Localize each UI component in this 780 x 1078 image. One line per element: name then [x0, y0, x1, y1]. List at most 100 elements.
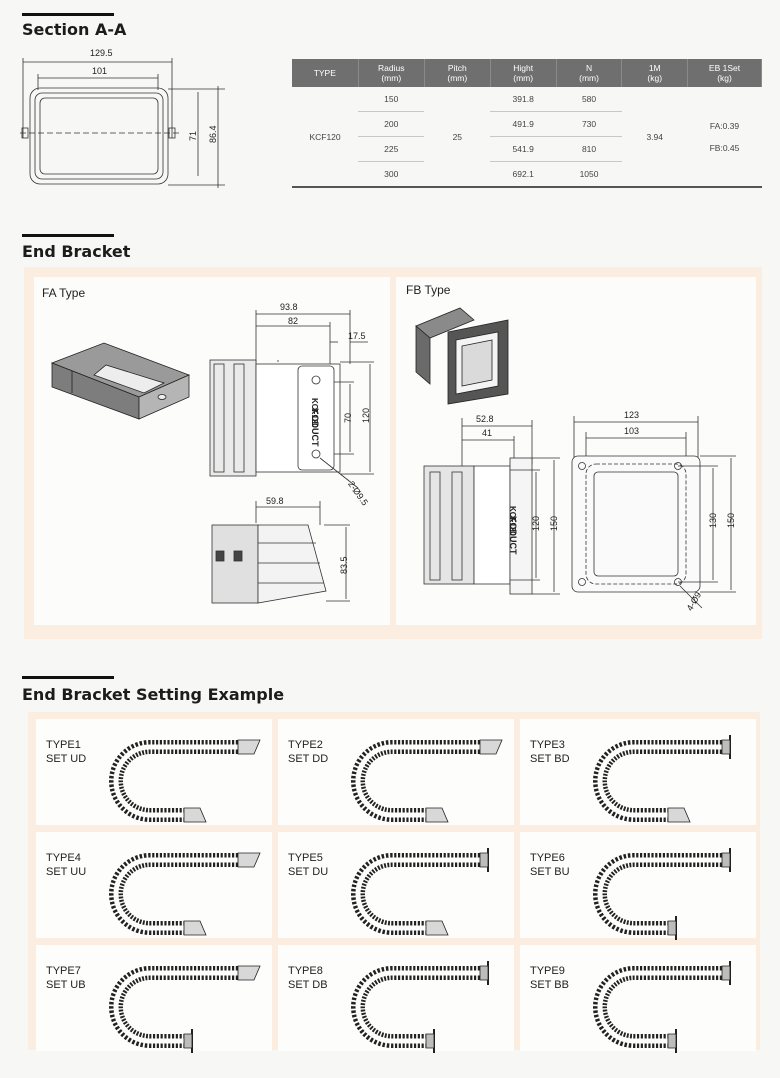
cell-eb-fb: FB:0.45	[709, 142, 740, 153]
example-set-label: SET UU	[46, 866, 87, 878]
fa-brand-logo: KODUCT	[310, 408, 320, 447]
fb-isometric-drawing	[415, 307, 509, 405]
cell-n: 730	[556, 111, 622, 137]
th-eb: EB 1Set (kg)	[687, 59, 762, 87]
cable-chain-diagram	[593, 848, 731, 940]
fb-side-drawing: 52.8 41 120 150 KODUCT KCF120	[423, 414, 560, 595]
example-type-label: TYPE9	[530, 965, 565, 977]
cell-radius: 300	[358, 161, 425, 188]
aa-dim-height-inner: 71	[188, 131, 198, 141]
fa-isometric-drawing	[50, 342, 191, 420]
example-set-label: SET BD	[530, 753, 570, 765]
cell-eb: FA:0.39 FB:0.45	[687, 87, 762, 188]
fb-dim-150: 150	[549, 516, 559, 531]
fa-dim-59-8: 59.8	[266, 496, 284, 506]
example-set-label: SET DB	[288, 979, 328, 991]
cell-n: 1050	[556, 161, 622, 188]
fb-model-label: KCF120	[508, 506, 517, 536]
fa-dim-83-5: 83.5	[339, 556, 349, 574]
table-row: 300 692.1 1050	[292, 161, 762, 188]
fb-dim-103: 103	[624, 426, 639, 436]
example-set-label: SET BB	[530, 979, 569, 991]
cell-radius: 200	[358, 111, 425, 137]
th-type: TYPE	[292, 59, 359, 87]
fb-dim-120: 120	[531, 516, 541, 531]
fa-title: FA Type	[42, 286, 86, 300]
example-set-label: SET DU	[288, 866, 329, 878]
fa-model-label: KCF120	[310, 398, 319, 428]
section-aa-drawing: 129.5 101 71 86.4	[20, 48, 225, 188]
spec-table-header: TYPE Radius (mm) Pitch (mm) Hight (mm) N…	[292, 59, 762, 87]
spec-table: TYPE Radius (mm) Pitch (mm) Hight (mm) N…	[292, 59, 762, 188]
example-type-label: TYPE5	[288, 852, 323, 864]
th-hight: Hight (mm)	[490, 59, 557, 87]
fb-dim-41: 41	[482, 428, 492, 438]
fa-side-drawing: 59.8 83.5	[211, 496, 350, 604]
th-1m: 1M (kg)	[621, 59, 689, 87]
aa-dim-width-inner: 101	[92, 66, 107, 76]
cable-chain-diagram	[351, 961, 489, 1053]
cable-chain-diagram	[351, 848, 489, 936]
fb-dim-130: 130	[708, 513, 718, 528]
th-pitch: Pitch (mm)	[424, 59, 491, 87]
section-aa-rule	[22, 13, 114, 16]
example-type-label: TYPE7	[46, 965, 81, 977]
fb-dim-123: 123	[624, 410, 639, 420]
setting-example-title: End Bracket Setting Example	[22, 685, 285, 704]
setting-example-rule	[22, 676, 114, 679]
th-radius: Radius (mm)	[358, 59, 425, 87]
fb-brand-logo: KODUCT	[508, 516, 518, 555]
fa-front-drawing: 93.8 82 17.5 70 120 2-Ø9.5 KODUCT KCF120	[209, 302, 374, 507]
example-set-label: SET UB	[46, 979, 86, 991]
cell-1m: 3.94	[621, 87, 688, 188]
example-type-label: TYPE1	[46, 739, 81, 751]
cable-chain-diagram	[351, 739, 503, 823]
example-type-label: TYPE4	[46, 852, 81, 864]
table-row: 200 491.9 730	[292, 111, 762, 137]
fb-dim-150-front: 150	[726, 513, 736, 528]
fa-dim-70: 70	[343, 413, 353, 423]
fa-dim-93-8: 93.8	[280, 302, 298, 312]
fb-dim-52-8: 52.8	[476, 414, 494, 424]
fa-dim-82: 82	[288, 316, 298, 326]
example-set-label: SET BU	[530, 866, 570, 878]
cable-chain-diagram	[109, 739, 261, 823]
cell-hight: 692.1	[490, 161, 557, 188]
cell-radius: 150	[358, 87, 425, 112]
cable-chain-diagram	[593, 735, 731, 823]
fb-title: FB Type	[406, 283, 451, 297]
cell-pitch: 25	[424, 87, 491, 188]
example-type-label: TYPE2	[288, 739, 323, 751]
cable-chain-diagram	[593, 961, 731, 1053]
example-type-label: TYPE8	[288, 965, 323, 977]
fb-front-drawing: 123 103 130 150 4-Ø9	[571, 410, 736, 612]
cell-type: KCF120	[292, 87, 359, 188]
aa-dim-width-outer: 129.5	[90, 48, 113, 58]
th-n: N (mm)	[556, 59, 623, 87]
cell-hight: 491.9	[490, 111, 557, 137]
fa-dim-120: 120	[361, 408, 371, 423]
cable-chain-diagram	[109, 852, 261, 936]
table-row: KCF120 150 25 391.8 580 3.94 FA:0.39 FB:…	[292, 87, 762, 188]
cell-n: 580	[556, 87, 622, 112]
cell-hight: 391.8	[490, 87, 557, 112]
example-set-label: SET DD	[288, 753, 329, 765]
aa-dim-height-outer: 86.4	[208, 125, 218, 143]
cell-eb-fa: FA:0.39	[709, 120, 740, 131]
cell-n: 810	[556, 136, 622, 162]
end-bracket-title: End Bracket	[22, 242, 131, 261]
cell-radius: 225	[358, 136, 425, 162]
example-type-label: TYPE3	[530, 739, 565, 751]
cable-chain-diagram	[109, 965, 261, 1053]
cell-hight: 541.9	[490, 136, 557, 162]
example-set-label: SET UD	[46, 753, 87, 765]
